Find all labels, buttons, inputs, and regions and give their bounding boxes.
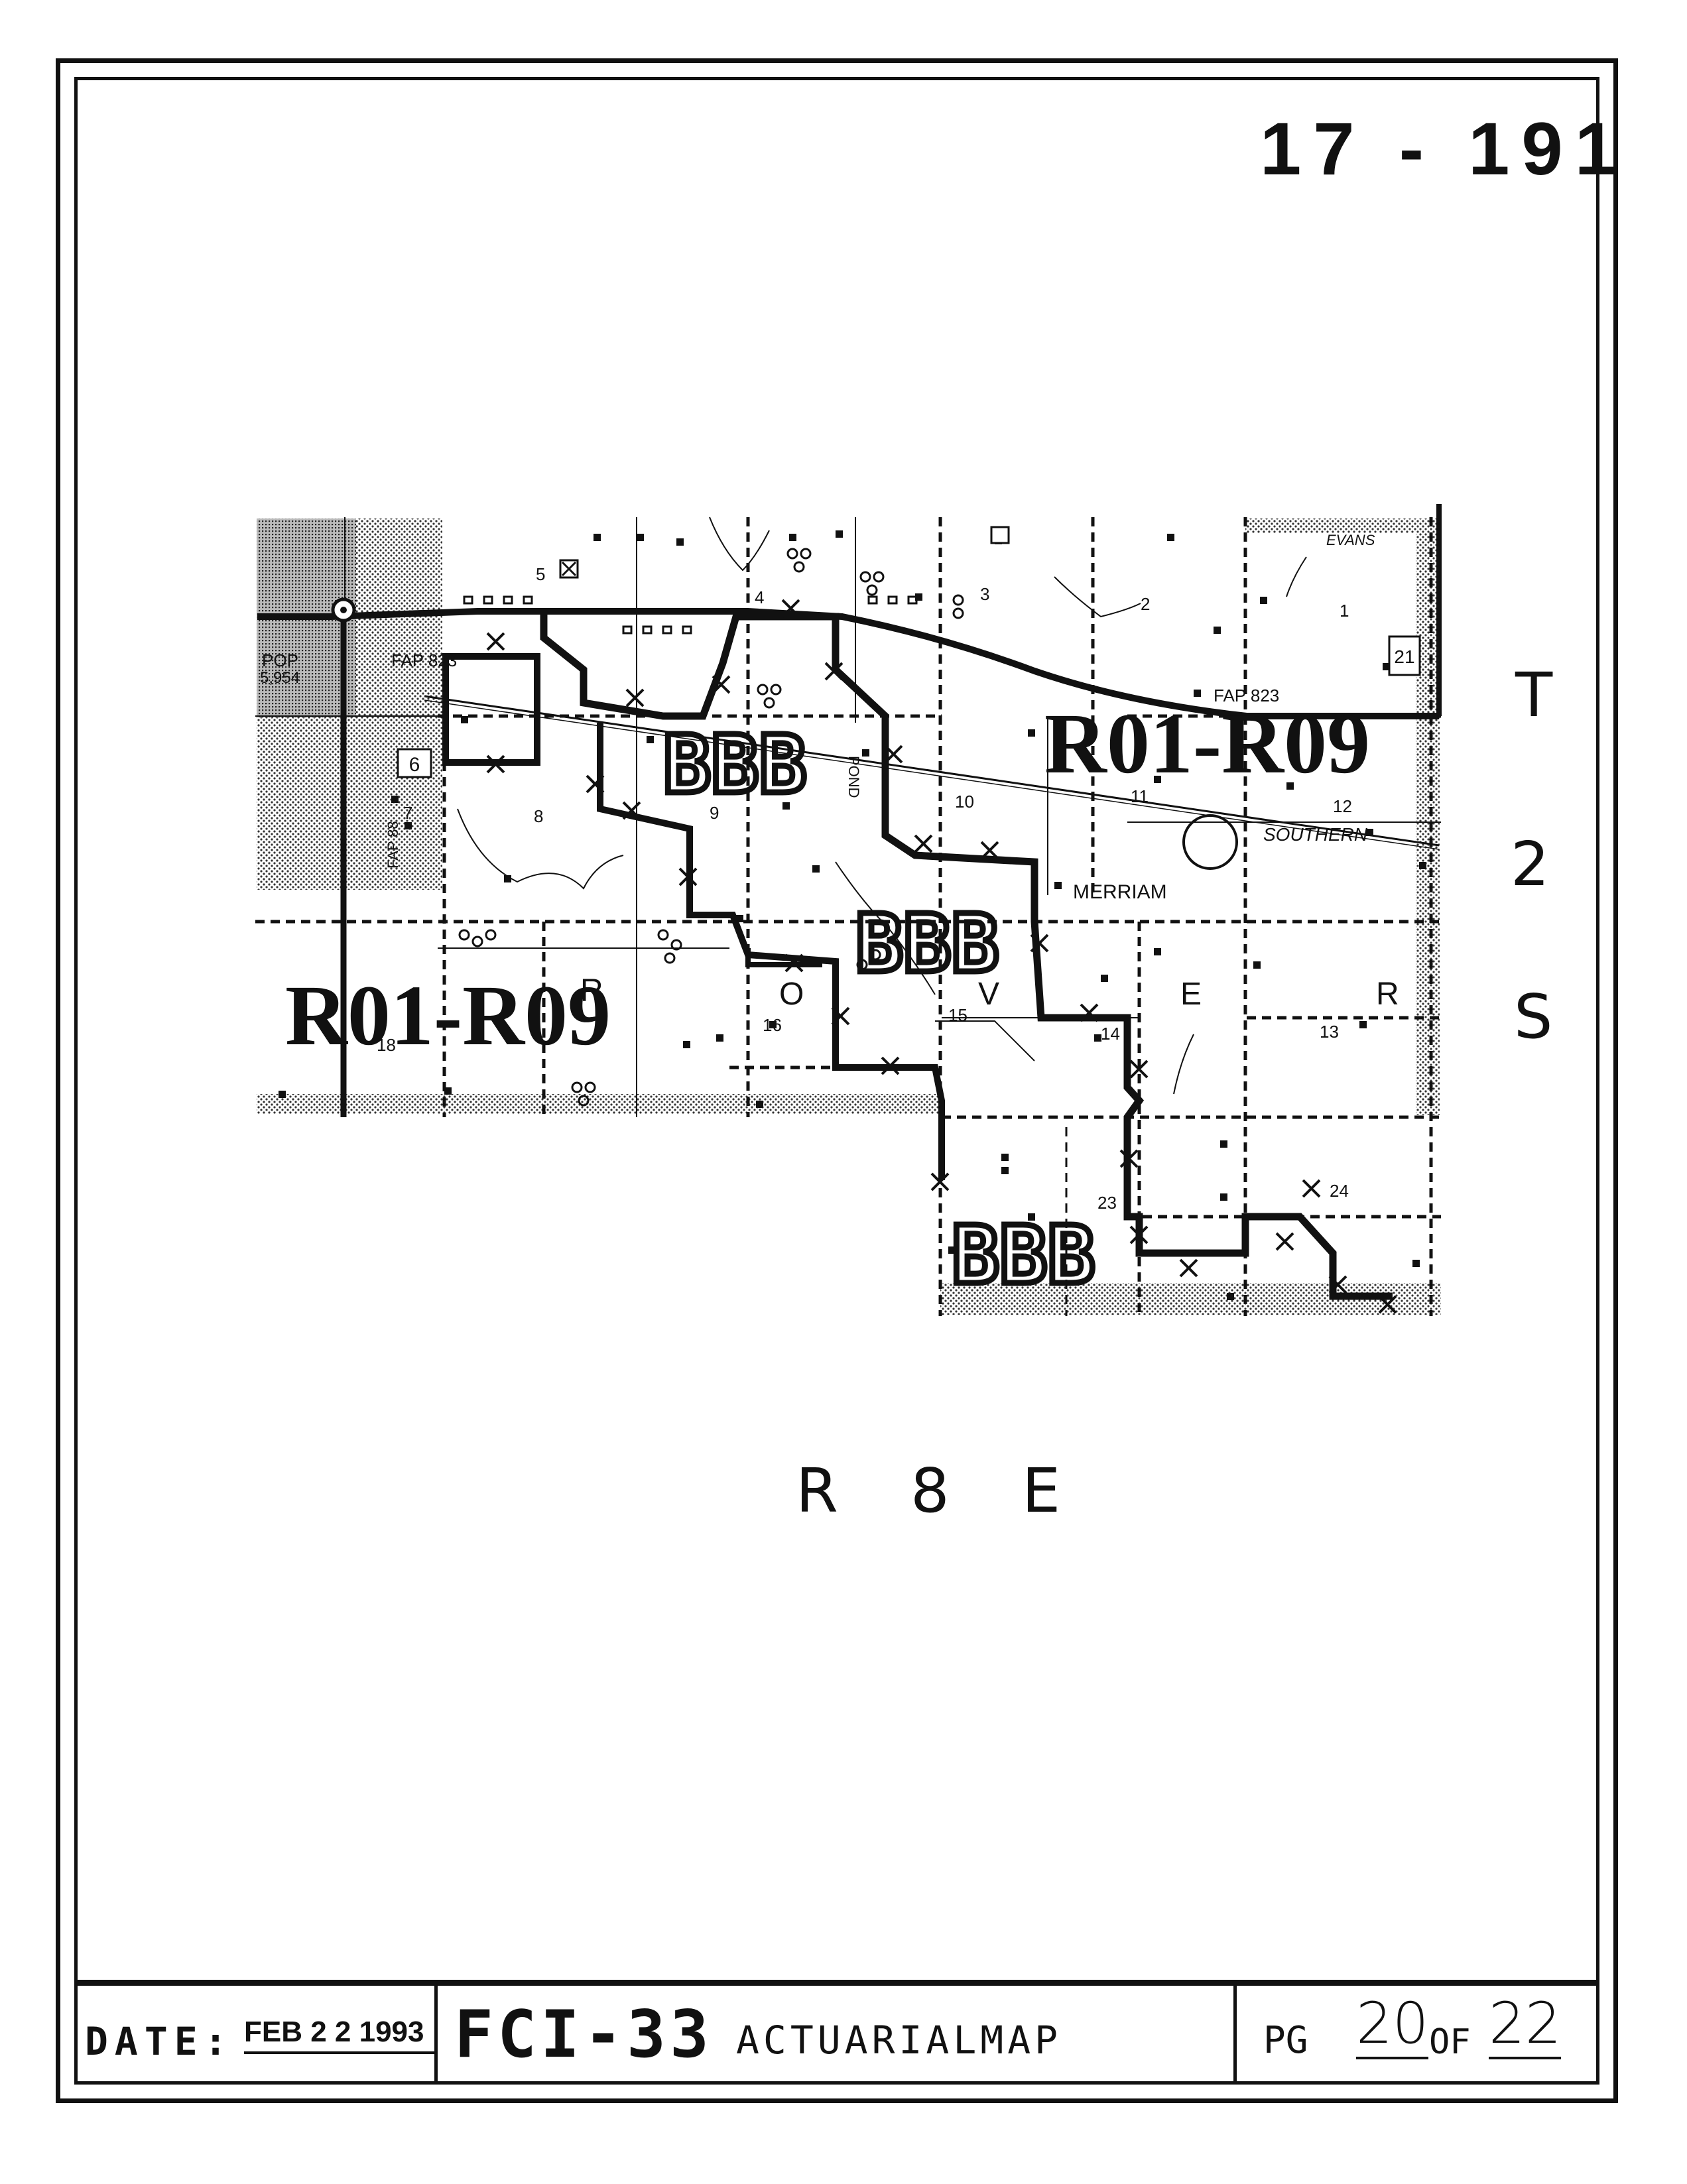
svg-text:R: R [1376,977,1399,1012]
svg-text:9: 9 [710,803,719,823]
date-value: FEB 2 2 1993 [244,2016,438,2054]
footer-bar [74,1980,1599,2085]
rating-code-2: BBB [855,898,999,991]
svg-text:4: 4 [755,587,764,607]
inner-border [74,77,1599,2085]
route-21-shield [1388,635,1421,676]
township-direction-s: S [1514,981,1553,1052]
svg-text:O: O [779,977,804,1012]
county-name-letters: O V E R R [580,973,1399,1012]
svg-text:3: 3 [980,584,989,604]
creeks [457,516,1307,1095]
rating-code-1: BBB [663,719,807,812]
svg-text:10: 10 [955,792,974,812]
svg-text:8: 8 [534,806,543,826]
road-label-pond: POND [845,756,862,798]
road-label-merriam: MERRIAM [1073,881,1167,903]
svg-text:11: 11 [1131,786,1149,806]
zone-codes: R01-R09 R01-R09 [285,696,1370,1063]
svg-text:18: 18 [377,1035,396,1055]
fap-88-label: FAP 88 [385,821,401,869]
svg-text:23: 23 [1097,1193,1117,1213]
zone-code-west: R01-R09 [285,968,611,1063]
route-21-label: 21 [1394,646,1414,667]
zone-boundary [540,611,1393,1300]
svg-text:12: 12 [1333,796,1352,816]
boundary-ticks [486,599,1397,1314]
town-pop-caption: POP [262,650,298,670]
rating-codes: BBB BBB BBB [660,717,1099,1305]
rating-code-3: BBB [952,1210,1095,1302]
d-marker-icon [990,526,1010,544]
svg-text:1: 1 [1340,601,1349,621]
svg-text:13: 13 [1320,1022,1339,1042]
svg-text:R: R [580,973,603,1008]
footer-divider [434,1984,438,2083]
map-number: 17 - 191 [1260,107,1628,190]
svg-text:2: 2 [1141,594,1150,614]
highway-fap-823 [257,608,1439,719]
svg-text:V: V [978,977,999,1012]
town-pop-value: 5,954 [260,669,300,687]
section-numbers: 1 2 3 4 5 7 8 9 10 11 12 13 14 15 16 18 … [377,564,1352,1213]
svg-text:15: 15 [948,1005,968,1025]
railroad [424,695,1440,850]
fap-label-a: FAP 823 [391,650,457,670]
svg-text:14: 14 [1101,1024,1120,1044]
fap-label-b: FAP 823 [1214,686,1279,705]
page-total: 22 [1489,1990,1562,2059]
form-title: ACTUARIALMAP [736,2018,1062,2063]
svg-text:5: 5 [536,564,545,584]
township-number: 2 [1511,829,1550,900]
footer-divider [1233,1984,1237,2083]
route-6-shield [397,748,432,778]
outer-border [56,58,1618,2103]
date-caption: DATE: [85,2019,234,2064]
page-number: 20 [1356,1990,1429,2059]
road-label-southern: SOUTHERN [1263,824,1368,845]
road-label-evans: EVANS [1326,532,1375,548]
township-letter-t: T [1515,660,1553,731]
page-of-caption: OF [1429,2022,1471,2062]
svg-text:E: E [1180,977,1202,1012]
route-6-label: 6 [409,754,420,776]
form-id: FCI-33 [454,1997,714,2073]
svg-text:7: 7 [403,803,412,823]
svg-text:24: 24 [1330,1181,1349,1201]
railroad-crossing-marker [1182,814,1238,870]
range-label: R 8 E [796,1455,1088,1526]
map-base [255,517,1441,1316]
svg-text:16: 16 [763,1015,782,1035]
page-caption: PG [1263,2019,1308,2062]
zone-code-east: R01-R09 [1044,696,1370,792]
